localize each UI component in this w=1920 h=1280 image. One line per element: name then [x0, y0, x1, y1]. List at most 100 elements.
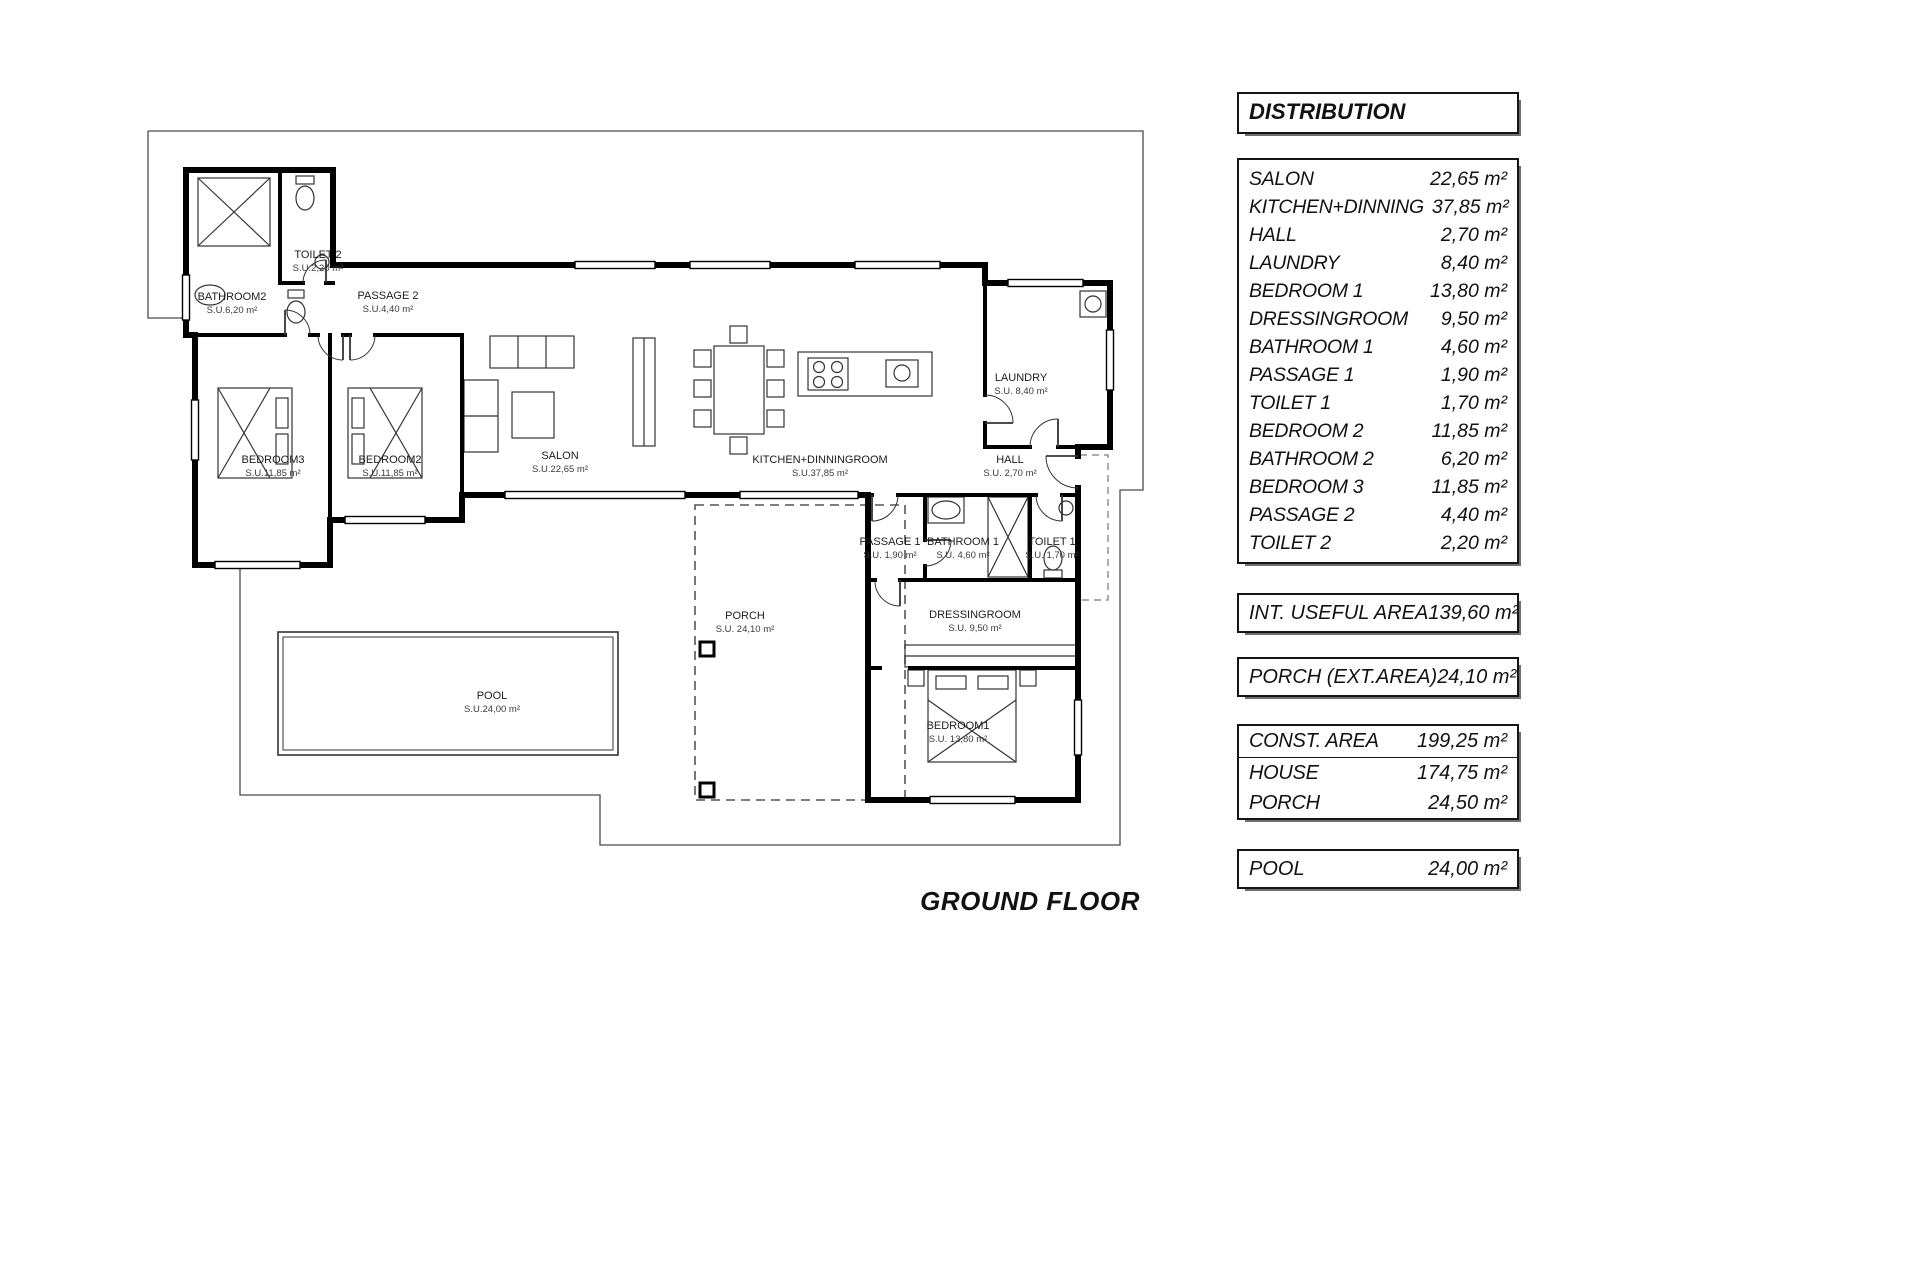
table-row: HALL 2,70 m² [1239, 221, 1517, 249]
room-name-label: SALON [541, 450, 578, 462]
room-name-label: LAUNDRY [995, 372, 1048, 384]
table-row: LAUNDRY 8,40 m² [1239, 249, 1517, 277]
room-name-label: TOILET 1 [1028, 536, 1075, 548]
door [1035, 494, 1063, 522]
room-area-value: 1,70 m² [1440, 392, 1507, 414]
room-label: SALON [1249, 168, 1314, 190]
bed [217, 387, 293, 479]
room-label: TOILET 1 [1249, 392, 1331, 414]
total-value: 139,60 m² [1428, 602, 1519, 624]
kitchen-sink [885, 359, 919, 388]
room-area-value: 11,85 m² [1431, 420, 1507, 442]
room-name-label: BEDROOM2 [359, 454, 422, 466]
room-name-label: POOL [477, 690, 508, 702]
room-area-label: S.U. 8,40 m² [994, 386, 1047, 397]
window [929, 795, 1016, 805]
room-area-value: 37,85 m² [1431, 196, 1509, 218]
room-area-value: 2,70 m² [1440, 224, 1507, 246]
door [874, 579, 901, 607]
table-row: BEDROOM 2 11,85 m² [1239, 417, 1517, 445]
room-area-value: 22,65 m² [1430, 168, 1507, 190]
table-row: SALON 22,65 m² [1239, 165, 1517, 193]
sofa [463, 335, 575, 453]
exterior-dashed-step [1080, 454, 1109, 601]
sink [1058, 500, 1074, 516]
total-value: 24,10 m² [1437, 666, 1517, 688]
door [984, 394, 1014, 424]
room-area-label: S.U.11,85 m² [245, 468, 300, 479]
room-label: LAUNDRY [1249, 252, 1340, 274]
chair [766, 379, 785, 398]
room-label: KITCHEN+DINNING [1249, 196, 1424, 218]
total-label: CONST. AREA [1249, 730, 1379, 752]
table-row: TOILET 1 1,70 m² [1239, 389, 1517, 417]
tv-sideboard [632, 337, 656, 447]
room-area-label: S.U.6,20 m² [207, 305, 258, 316]
window [504, 490, 686, 500]
table-row: KITCHEN+DINNING 37,85 m² [1239, 193, 1517, 221]
distribution-title: DISTRIBUTION [1249, 99, 1406, 124]
sink [194, 284, 226, 306]
doors [284, 259, 1079, 607]
total-label: HOUSE [1249, 762, 1319, 784]
chair [766, 409, 785, 428]
room-area-label: S.U. 1,90 m² [863, 550, 916, 561]
room-areas-table: SALON 22,65 m² KITCHEN+DINNING 37,85 m² HA… [1237, 158, 1519, 564]
door [1029, 418, 1059, 448]
room-label: HALL [1249, 224, 1297, 246]
room-area-value: 2,20 m² [1440, 532, 1507, 554]
kitchen-island [797, 351, 933, 397]
room-area-label: S.U. 9,50 m² [948, 623, 1001, 634]
room-area-label: S.U. 13,80 m² [929, 734, 988, 745]
room-label: TOILET 2 [1249, 532, 1331, 554]
window [181, 274, 191, 321]
chair [729, 325, 748, 344]
coffee-table [511, 391, 555, 439]
int-useful-area-box: INT. USEFUL AREA 139,60 m² [1237, 593, 1519, 633]
plot-boundary [147, 130, 1144, 846]
room-area-value: 9,50 m² [1440, 308, 1507, 330]
nightstand [1019, 669, 1037, 687]
window [344, 515, 426, 525]
room-name-label: BATHROOM2 [198, 291, 267, 303]
pool-outline [277, 631, 619, 756]
sink [927, 496, 965, 524]
toilet [286, 289, 306, 324]
door [284, 309, 311, 336]
window [214, 560, 301, 570]
wardrobe [904, 644, 1079, 668]
room-area-value: 8,40 m² [1440, 252, 1507, 274]
table-row: DRESSINGROOM 9,50 m² [1239, 305, 1517, 333]
porch-ext-area-box: PORCH (EXT.AREA) 24,10 m² [1237, 657, 1519, 697]
dining-table [693, 325, 785, 455]
interior-walls [184, 168, 1112, 670]
bed [347, 387, 423, 479]
room-name-label: PASSAGE 2 [358, 290, 419, 302]
room-area-label: S.U.24,00 m² [464, 704, 520, 715]
total-value: 174,75 m² [1416, 762, 1507, 784]
door [302, 259, 327, 284]
room-label: BEDROOM 2 [1249, 420, 1364, 442]
room-area-value: 4,60 m² [1440, 336, 1507, 358]
window [854, 260, 941, 270]
room-name-label: PORCH [725, 610, 765, 622]
chair [766, 349, 785, 368]
window [1007, 278, 1084, 288]
windows [181, 260, 1115, 805]
room-label: DRESSINGROOM [1249, 308, 1408, 330]
room-area-value: 6,20 m² [1440, 448, 1507, 470]
room-name-label: TOILET 2 [294, 249, 341, 261]
window [739, 490, 859, 500]
toilet [295, 175, 315, 211]
window [574, 260, 656, 270]
room-area-value: 4,40 m² [1440, 504, 1507, 526]
chair [693, 379, 712, 398]
door [317, 334, 344, 361]
room-area-value: 11,85 m² [1431, 476, 1507, 498]
